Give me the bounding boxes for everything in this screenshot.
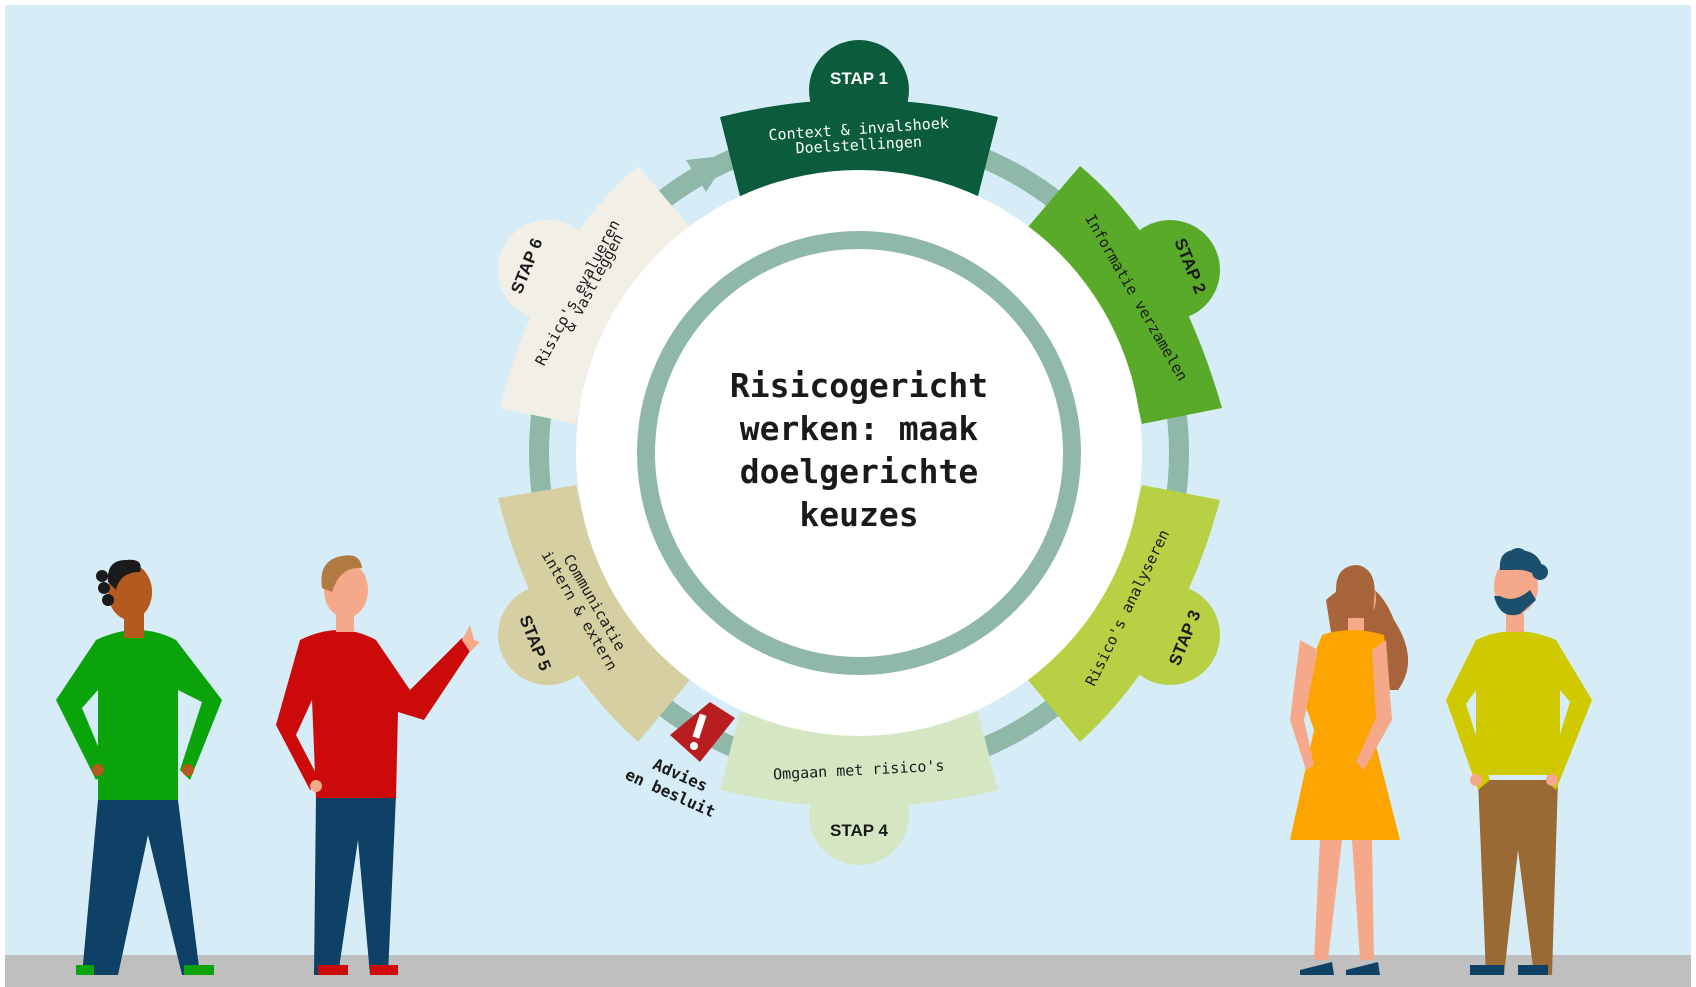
center-title-line-2: werken: maak [740, 409, 979, 448]
cycle-arrow-icon [686, 155, 730, 192]
center-title-line-3: doelgerichte [740, 452, 978, 491]
step-4-label: STAP 4 [830, 821, 888, 840]
center-inner-ring [637, 231, 1081, 675]
person-orange-dress [1290, 565, 1409, 975]
person-green [56, 559, 222, 975]
exclamation-flag-icon [670, 702, 735, 762]
person-red [276, 555, 480, 975]
person-yellow [1446, 548, 1592, 975]
center-title-line-4: keuzes [799, 495, 918, 534]
step-3: STAP 3 Risico's analyseren [1028, 485, 1220, 742]
step-1-label: STAP 1 [830, 69, 888, 88]
center-disc [576, 170, 1142, 736]
step-6: STAP 6 Risico's evalueren & vastleggen [498, 166, 690, 424]
step-2-block [1028, 166, 1222, 424]
step-4-block [720, 712, 998, 807]
step-4: STAP 4 Omgaan met risico's [720, 712, 998, 865]
exclamation-dot [690, 742, 698, 750]
step-5-block [498, 485, 690, 742]
step-1: STAP 1 Context & invalshoek Doelstelling… [720, 40, 998, 196]
step-1-block [720, 99, 998, 196]
exclamation-bar [692, 713, 707, 739]
step-3-block [1028, 485, 1220, 742]
floor [5, 955, 1691, 987]
step-6-block [500, 166, 690, 424]
advies-marker: Advies en besluit [622, 702, 735, 821]
center-title-line-1: Risicogericht [730, 366, 988, 405]
